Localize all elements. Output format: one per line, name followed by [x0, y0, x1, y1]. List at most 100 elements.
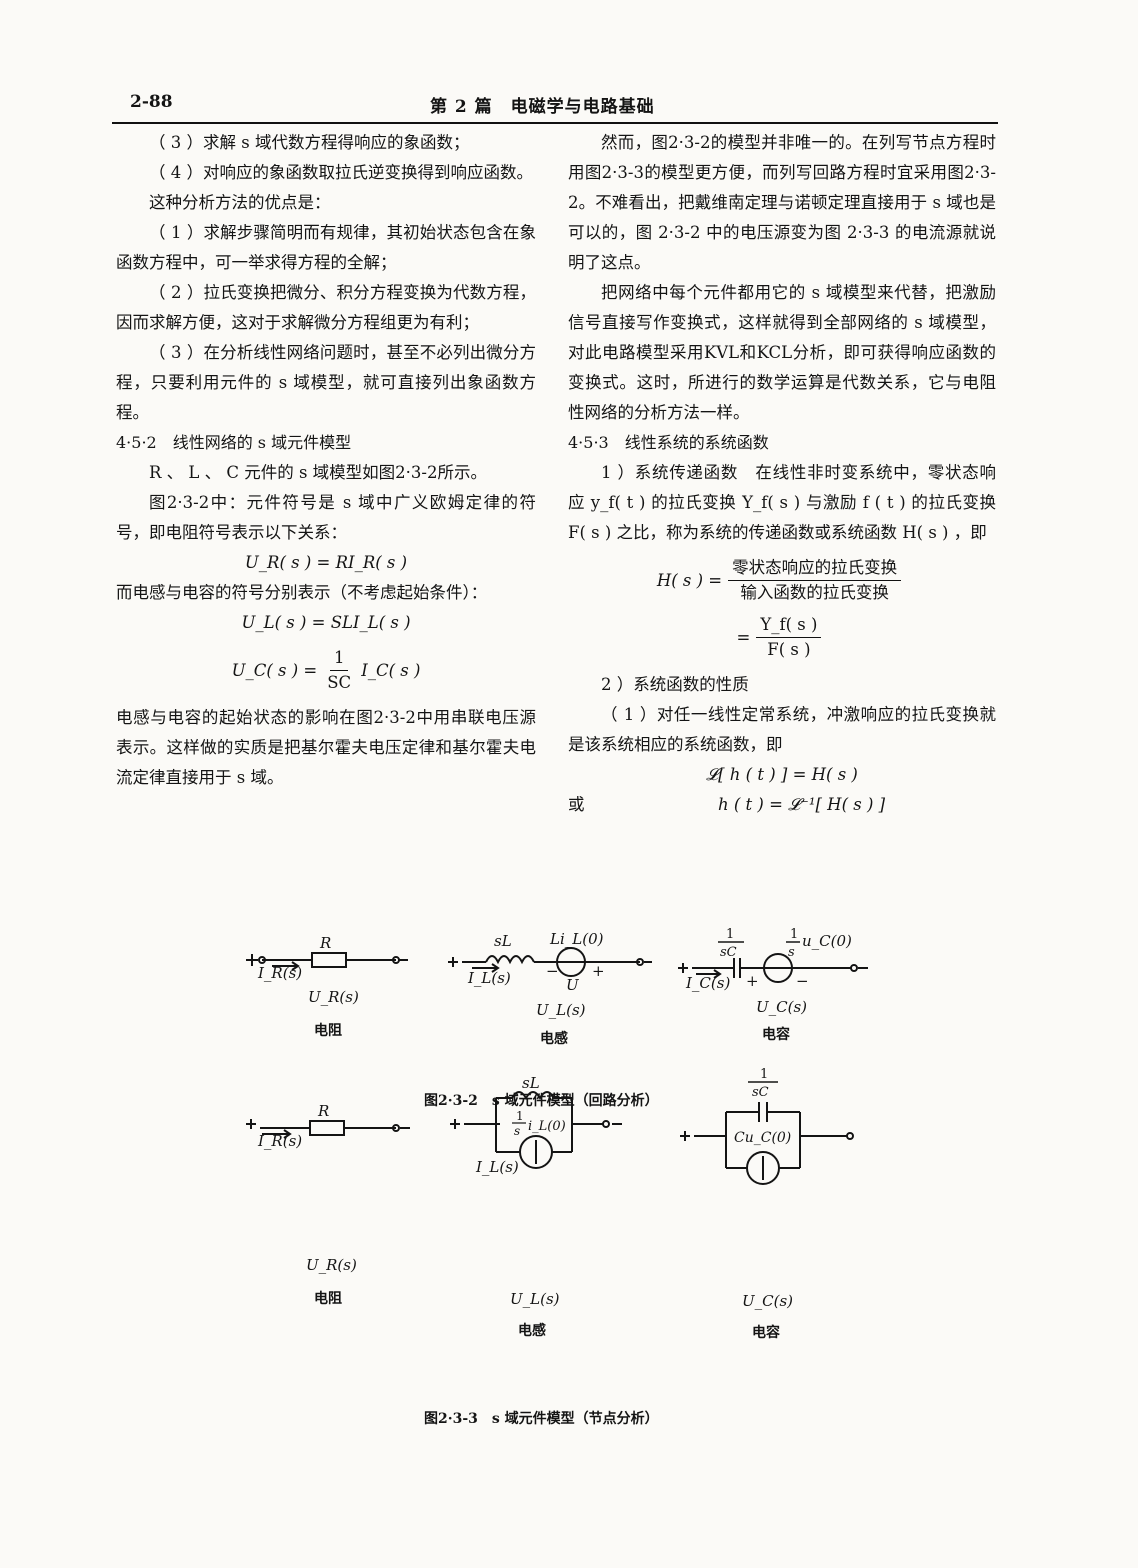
terminal — [392, 1124, 400, 1132]
fraction-numerator: 零状态响应的拉氏变换 — [728, 556, 902, 581]
paragraph: （ 2 ）拉氏变换把微分、积分方程变换为代数方程，因而求解方便，这对于求解微分方… — [116, 283, 536, 332]
fraction-denominator: SC — [327, 673, 352, 692]
fraction-numerator: 1 — [790, 927, 798, 942]
element-name: 电容 — [752, 1325, 780, 1341]
paragraph: 这种分析方法的优点是： — [149, 193, 331, 212]
paragraph: （ 3 ）求解 s 域代数方程得响应的象函数； — [149, 133, 470, 152]
resistor-label: R — [317, 1102, 329, 1120]
current-label: I_R(s) — [257, 1132, 302, 1150]
fraction-denominator: s — [788, 945, 795, 960]
equation: = Y_f( s ) F( s ) — [568, 613, 996, 662]
paragraph: 电感与电容的起始状态的影响在图2·3-2中用串联电压源表示。这样做的实质是把基尔… — [116, 708, 536, 787]
voltage-label: U_R(s) — [308, 988, 359, 1006]
equation: 𝓛[ h ( t ) ] = H( s ) — [706, 765, 858, 784]
impedance-label: sL — [494, 932, 512, 950]
equation-lhs: U_C( s ) = — [231, 661, 318, 680]
page-number: 2-88 — [130, 92, 173, 112]
impedance-label: sL — [522, 1074, 540, 1092]
resistor-label: R — [319, 934, 331, 952]
source-label: i_L(0) — [528, 1119, 566, 1134]
voltage-label: U_L(s) — [510, 1290, 560, 1308]
current-label: I_L(s) — [467, 969, 511, 987]
plus-sign: + — [592, 962, 605, 980]
section-heading: 4·5·3 线性系统的系统函数 — [568, 433, 769, 452]
fraction-numerator: 1 — [516, 1109, 524, 1123]
paragraph: （ 1 ）对任一线性定常系统，冲激响应的拉氏变换就是该系统相应的系统函数，即 — [568, 705, 996, 754]
element-name: 电容 — [762, 1027, 790, 1043]
current-arrow — [491, 963, 500, 973]
current-arrow — [713, 969, 722, 979]
voltage-label: U_R(s) — [306, 1256, 357, 1274]
fraction-denominator: sC — [752, 1085, 769, 1100]
source-label: Cu_C(0) — [734, 1130, 791, 1146]
element-name: 电阻 — [314, 1023, 342, 1039]
figure-caption: 图2·3-3 s 域元件模型（节点分析） — [424, 1411, 659, 1427]
inductor-symbol — [511, 1091, 555, 1100]
fraction: Y_f( s ) F( s ) — [756, 613, 822, 662]
terminal — [636, 958, 644, 966]
chapter-title: 第 2 篇 电磁学与电路基础 — [430, 97, 655, 117]
terminal — [846, 1132, 854, 1140]
equation-rhs: I_C( s ) — [361, 661, 421, 680]
element-name: 电感 — [518, 1323, 546, 1339]
section-heading: 4·5·2 线性网络的 s 域元件模型 — [116, 433, 352, 452]
equation-text: h ( t ) = 𝓛⁻¹[ H( s ) ] — [718, 795, 886, 814]
equation: H( s ) = 零状态响应的拉氏变换 输入函数的拉氏变换 — [568, 556, 996, 605]
plus-sign: + — [746, 972, 759, 990]
paragraph: 图2·3-2中：元件符号是 s 域中广义欧姆定律的符号，即电阻符号表示以下关系： — [116, 493, 536, 542]
paragraph: （ 3 ）在分析线性网络问题时，甚至不必列出微分方程，只要利用元件的 s 域模型… — [116, 343, 536, 422]
paragraph: 1 ）系统传递函数 在线性非时变系统中，零状态响应 y_f( t ) 的拉氏变换… — [568, 463, 996, 542]
voltage-label: U_C(s) — [742, 1292, 793, 1310]
fraction-denominator: s — [514, 1124, 520, 1138]
fraction-denominator: 输入函数的拉氏变换 — [740, 583, 889, 602]
resistor-symbol — [309, 1120, 345, 1136]
paragraph: 然而，图2·3-2的模型并非唯一的。在列写节点方程时用图2·3-3的模型更方便，… — [568, 133, 996, 272]
current-arrow — [283, 1129, 292, 1139]
fraction-numerator: 1 — [760, 1067, 768, 1082]
current-arrow — [291, 961, 300, 971]
equation: U_L( s ) = SLI_L( s ) — [241, 613, 411, 632]
equation-lhs: H( s ) = — [656, 571, 723, 590]
paragraph: （ 4 ）对响应的象函数取拉氏逆变换得到响应函数。 — [149, 163, 533, 182]
current-label: I_C(s) — [685, 974, 730, 992]
paragraph: 把网络中每个元件都用它的 s 域模型来代替，把激励信号直接写作变换式，这样就得到… — [568, 283, 996, 422]
voltage-label: U_L(s) — [536, 1001, 586, 1019]
current-label: I_R(s) — [257, 964, 302, 982]
resistor-symbol — [311, 952, 347, 968]
paragraph: 而电感与电容的符号分别表示（不考虑起始条件）： — [116, 583, 488, 602]
element-name: 电感 — [540, 1031, 568, 1047]
terminal — [850, 964, 858, 972]
terminal — [258, 956, 266, 964]
fraction: 零状态响应的拉氏变换 输入函数的拉氏变换 — [728, 556, 902, 605]
paragraph: （ 1 ）求解步骤简明而有规律，其初始状态包含在象函数方程中，可一举求得方程的全… — [116, 223, 536, 272]
fraction: 1 SC — [323, 646, 355, 695]
equation: U_R( s ) = RI_R( s ) — [244, 553, 408, 572]
header-rule — [112, 122, 998, 124]
equation-equals: = — [736, 628, 751, 647]
minus-sign: − — [546, 962, 559, 980]
source-label: Li_L(0) — [549, 930, 604, 948]
conjunction-or: 或 — [568, 795, 585, 814]
sub-heading: 2 ）系统函数的性质 — [601, 675, 749, 694]
fraction-denominator: F( s ) — [767, 640, 811, 659]
source-voltage-label: U — [566, 976, 580, 994]
fraction-numerator: 1 — [726, 927, 734, 942]
source-label: u_C(0) — [802, 932, 852, 950]
equation: U_C( s ) = 1 SC I_C( s ) — [116, 646, 536, 695]
right-column: 然而，图2·3-2的模型并非唯一的。在列写节点方程时用图2·3-3的模型更方便，… — [568, 128, 996, 820]
figure-caption: 图2·3-2 s 域元件模型（回路分析） — [424, 1093, 659, 1109]
paragraph: R 、 L 、 C 元件的 s 域模型如图2·3-2所示。 — [149, 463, 488, 482]
element-name: 电阻 — [314, 1291, 342, 1307]
current-label: I_L(s) — [475, 1158, 519, 1176]
fraction-numerator: 1 — [329, 646, 349, 671]
running-header: 2-88 第 2 篇 电磁学与电路基础 — [118, 92, 998, 120]
equation: 或 h ( t ) = 𝓛⁻¹[ H( s ) ] — [568, 790, 996, 820]
voltage-label: U_C(s) — [756, 998, 807, 1016]
terminal — [602, 1120, 610, 1128]
minus-sign: − — [796, 972, 809, 990]
fraction-numerator: Y_f( s ) — [756, 613, 822, 638]
inductor-symbol — [485, 955, 535, 965]
fraction-denominator: sC — [720, 945, 737, 960]
